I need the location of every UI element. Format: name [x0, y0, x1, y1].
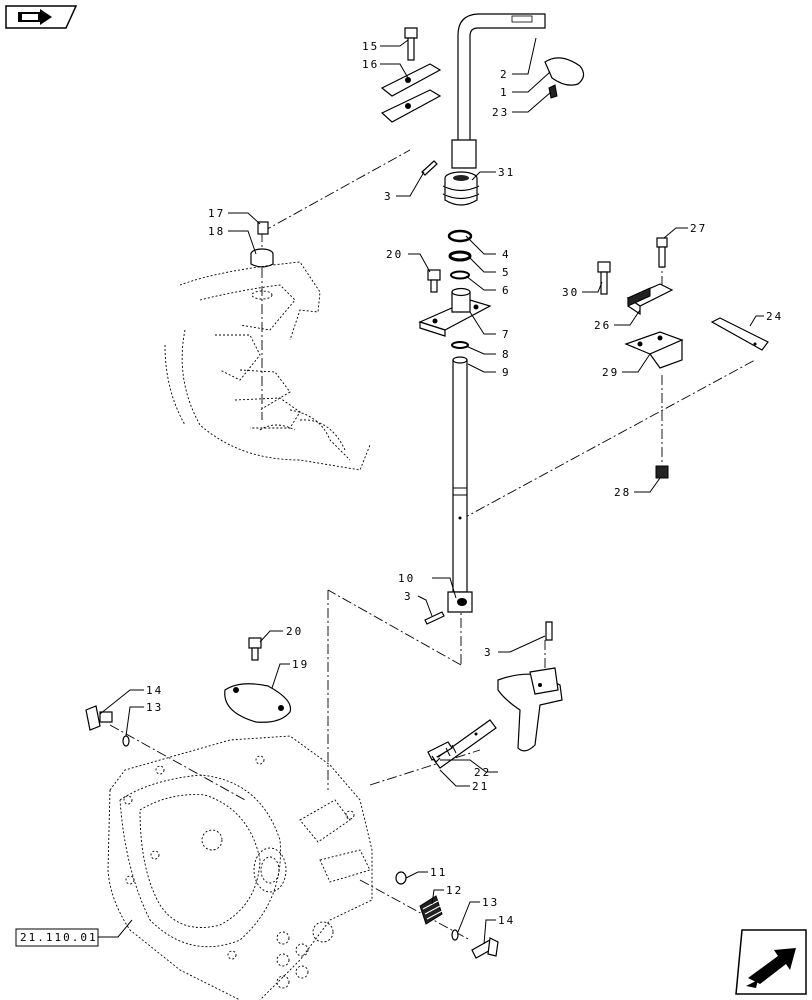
callout-20-lower: 20: [286, 625, 303, 638]
selector-shaft-9: [452, 356, 468, 593]
callout-13-left: 13: [146, 701, 163, 714]
roll-pin-top: [421, 160, 438, 176]
washer-8: [451, 341, 469, 349]
bolt-27: [656, 237, 668, 268]
callout-6: 6: [502, 284, 511, 297]
bolt-20-upper: [427, 269, 441, 293]
bracket-29: [624, 331, 684, 369]
selector-rail-21: [427, 719, 497, 769]
circlip-4: [447, 229, 473, 243]
plug-14-right: [471, 937, 499, 959]
callout-5: 5: [502, 266, 511, 279]
plug-14-left: [85, 705, 113, 731]
selector-fork-22: [497, 667, 563, 752]
forward-arrow-icon: [746, 948, 796, 988]
callout-16: 16: [362, 58, 379, 71]
callout-2: 2: [500, 68, 509, 81]
callout-17: 17: [208, 207, 225, 220]
reference-link-label: 21.110.01: [20, 931, 98, 944]
callout-28: 28: [614, 486, 631, 499]
housing-context-lower: [107, 735, 373, 1000]
housing-context-upper: [164, 261, 371, 471]
shaft-support-7: [418, 287, 492, 337]
bushing-17: [257, 221, 269, 235]
roll-pin-right: [545, 621, 553, 641]
washer-13-right: [451, 929, 459, 941]
next-page-button[interactable]: [735, 929, 807, 995]
callout-23: 23: [492, 106, 509, 119]
callout-21: 21: [472, 780, 489, 793]
callout-22: 22: [474, 766, 491, 779]
callout-3-right: 3: [484, 646, 493, 659]
callout-labels: 15 16 2 1 23 3 31 17 18 20 4 5 6 7 8 9 2…: [146, 40, 783, 927]
callout-7: 7: [502, 328, 511, 341]
callout-11: 11: [430, 866, 447, 879]
callout-10: 10: [398, 572, 415, 585]
callout-8: 8: [502, 348, 511, 361]
callout-20-upper: 20: [386, 248, 403, 261]
reference-link-box[interactable]: 21.110.01: [15, 928, 99, 947]
spring-12: [419, 895, 443, 925]
callout-14-left: 14: [146, 684, 163, 697]
cover-plate-19: [224, 683, 292, 723]
leader-lines: [99, 37, 764, 945]
bolt-20-lower: [248, 637, 262, 661]
back-arrow-icon: [18, 9, 52, 25]
alignment-lines: [109, 149, 756, 941]
callout-15: 15: [362, 40, 379, 53]
callout-24: 24: [766, 310, 783, 323]
bolt-30: [597, 261, 611, 295]
callout-27: 27: [690, 222, 707, 235]
bushing-18: [250, 248, 274, 268]
washer-6: [450, 270, 470, 280]
strap-24: [710, 317, 769, 351]
callout-9: 9: [502, 366, 511, 379]
callout-19: 19: [292, 658, 309, 671]
callout-26: 26: [594, 319, 611, 332]
plate-16-upper: [380, 63, 442, 97]
nut-28: [655, 465, 669, 479]
gear-boot: [442, 171, 480, 206]
plate-16-lower: [380, 89, 442, 123]
callout-30: 30: [562, 286, 579, 299]
ball-11: [395, 871, 407, 885]
callout-3-top: 3: [384, 190, 393, 203]
callout-3-mid: 3: [404, 590, 413, 603]
lever-screw-23: [548, 84, 558, 99]
shaft-end-10: [447, 591, 473, 613]
callout-12: 12: [446, 884, 463, 897]
callout-4: 4: [502, 248, 511, 261]
callout-1: 1: [500, 86, 509, 99]
callout-14-right: 14: [498, 914, 515, 927]
switch-26: [626, 283, 674, 316]
washer-13-left: [122, 735, 130, 747]
prev-page-button[interactable]: [5, 5, 78, 29]
bolt-15: [404, 27, 418, 61]
lever-knob: [544, 57, 585, 86]
callout-18: 18: [208, 225, 225, 238]
roll-pin-mid: [424, 611, 445, 625]
o-ring-5: [448, 250, 472, 262]
callout-29: 29: [602, 366, 619, 379]
callout-13-right: 13: [482, 896, 499, 909]
callout-31: 31: [498, 166, 515, 179]
gear-lever: [451, 13, 546, 169]
